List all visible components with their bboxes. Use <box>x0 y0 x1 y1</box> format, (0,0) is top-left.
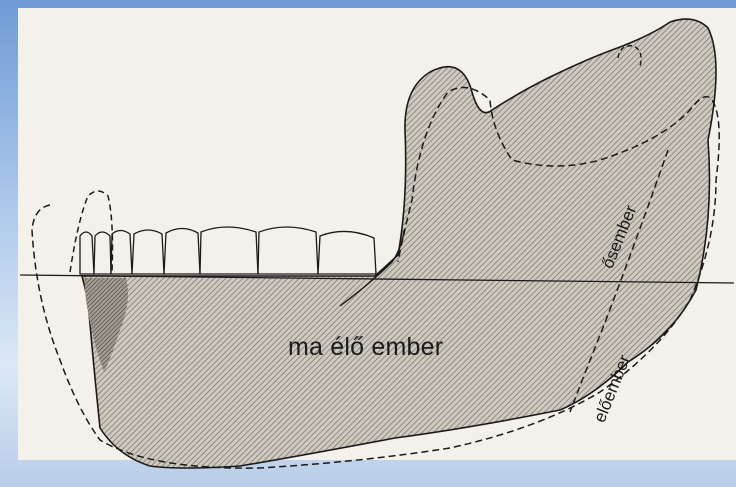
label-modern-human: ma élő ember <box>288 333 443 362</box>
teeth-row <box>80 227 376 274</box>
